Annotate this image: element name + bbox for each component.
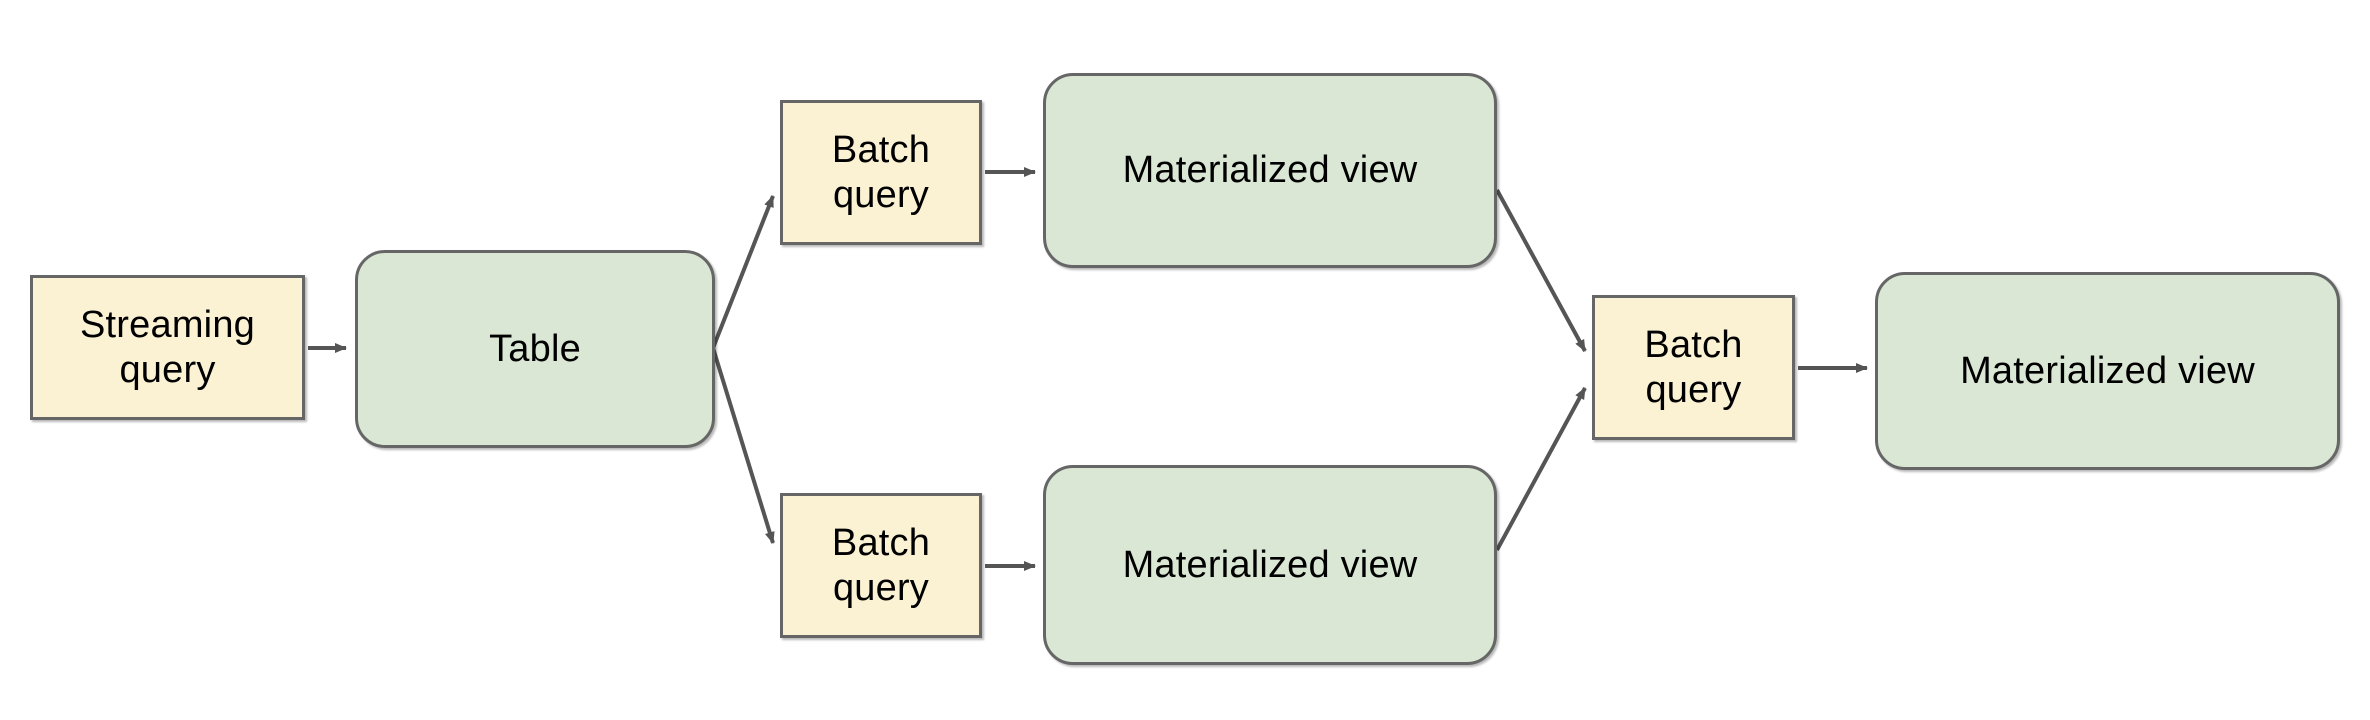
- node-batch-query-join[interactable]: Batch query: [1592, 295, 1795, 440]
- node-label-batch-query-bottom: Batch query: [831, 521, 931, 609]
- edge-materialized-view-top-to-batch-query-join: [1495, 189, 1587, 352]
- node-label-batch-query-top: Batch query: [831, 128, 931, 216]
- node-label-materialized-view-top: Materialized view: [1122, 149, 1418, 192]
- node-batch-query-top[interactable]: Batch query: [780, 100, 982, 245]
- node-label-materialized-view-bottom: Materialized view: [1122, 543, 1418, 586]
- node-label-batch-query-join: Batch query: [1644, 323, 1743, 411]
- node-materialized-view-final[interactable]: Materialized view: [1875, 272, 2340, 470]
- node-materialized-view-bottom[interactable]: Materialized view: [1043, 465, 1497, 665]
- node-materialized-view-top[interactable]: Materialized view: [1043, 73, 1497, 268]
- node-batch-query-bottom[interactable]: Batch query: [780, 493, 982, 638]
- node-label-table: Table: [489, 327, 581, 370]
- node-label-materialized-view-final: Materialized view: [1960, 349, 2255, 392]
- node-streaming-query[interactable]: Streaming query: [30, 275, 305, 420]
- edge-materialized-view-bottom-to-batch-query-join: [1495, 387, 1587, 551]
- node-table[interactable]: Table: [355, 250, 715, 448]
- edge-table-to-batch-query-top: [711, 195, 775, 349]
- node-label-streaming-query: Streaming query: [80, 303, 255, 391]
- edge-table-to-batch-query-bottom: [711, 347, 775, 544]
